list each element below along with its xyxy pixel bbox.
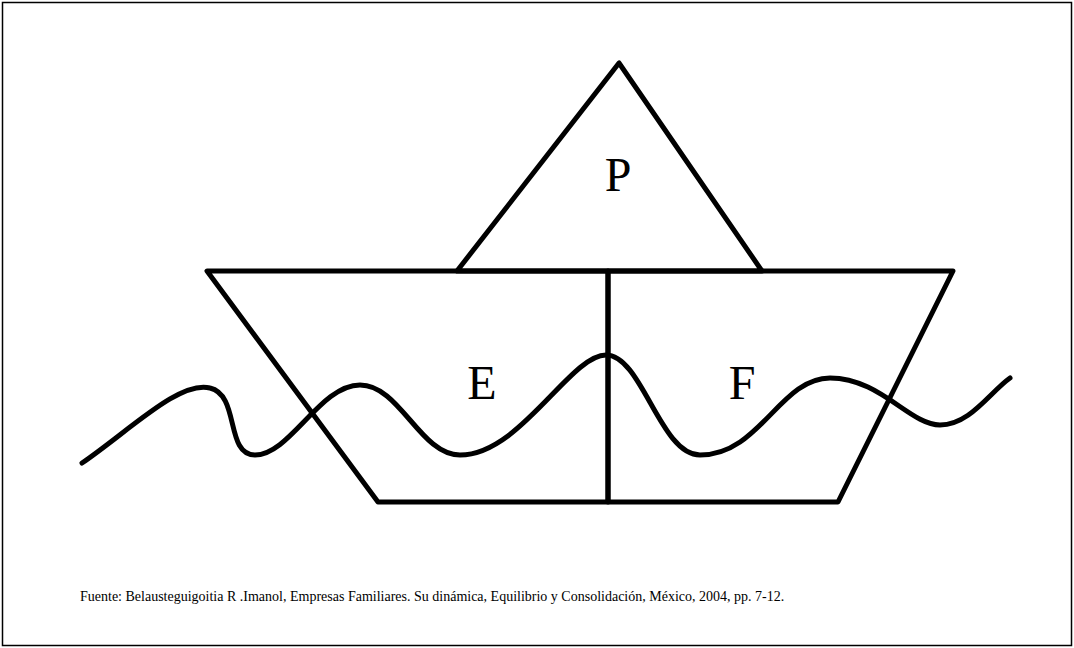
wave-line [82, 355, 1010, 463]
sail-triangle: P [457, 63, 762, 271]
sail-triangle-shape [457, 63, 762, 271]
hull-right-outline [608, 271, 953, 502]
node-letter: F [729, 359, 756, 407]
hull-left: E [207, 271, 608, 502]
node-letter: P [605, 151, 632, 199]
hull-right: F [608, 271, 953, 502]
hull-left-shape [207, 271, 608, 502]
frame-border [3, 3, 1072, 646]
node-letter: E [467, 359, 496, 407]
hull-left-outline [207, 271, 608, 502]
hull-right-shape [608, 271, 953, 502]
source-caption: Fuente: Belausteguigoitia R .Imanol, Emp… [80, 588, 900, 606]
